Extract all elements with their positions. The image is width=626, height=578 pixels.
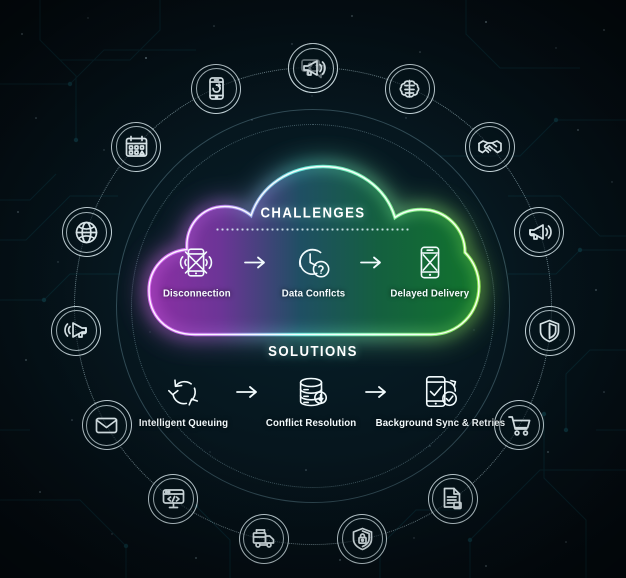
shield-icon	[539, 320, 560, 343]
arrow-right-icon	[232, 371, 262, 413]
solution-step[interactable]: Conflict Resolution	[262, 371, 360, 429]
orbit-badge-document[interactable]	[427, 473, 478, 524]
envelope-icon	[96, 417, 118, 433]
orbit-badge-envelope[interactable]	[81, 400, 132, 450]
orbit-badge-delivery-truck[interactable]	[238, 513, 289, 564]
orbit-badge-shield-lock[interactable]	[337, 513, 388, 564]
megaphone-left-icon	[63, 322, 87, 339]
shopping-cart-icon	[507, 415, 531, 436]
solutions-flow: Intelligent Queuing	[139, 371, 505, 429]
solution-step[interactable]: Intelligent Queuing	[135, 371, 232, 429]
solution-step-label: Intelligent Queuing	[139, 417, 229, 429]
document-icon	[444, 487, 463, 510]
solution-step-label: Background Sync & Retries	[375, 417, 506, 429]
orbit-badge-mobile-phone[interactable]	[191, 63, 242, 114]
browser-code-icon	[162, 489, 184, 509]
solution-step-label: Conflict Resolution	[266, 417, 357, 429]
solutions-section: SOLUTIONS Intelligent Queuing	[139, 343, 505, 429]
orbit-badge-megaphone-right[interactable]	[514, 207, 565, 258]
orbit-badge-browser-code[interactable]	[148, 473, 199, 524]
database-sync-icon	[293, 371, 331, 413]
globe-icon	[75, 221, 98, 244]
orbit-badge-megaphone-up[interactable]	[288, 43, 338, 93]
mobile-phone-icon	[208, 77, 224, 100]
handshake-icon	[478, 140, 503, 154]
delivery-truck-icon	[252, 529, 275, 549]
refresh-cycle-icon	[165, 371, 203, 413]
brain-icon	[399, 79, 420, 98]
cloud-shape	[143, 165, 483, 340]
megaphone-right-icon	[528, 224, 552, 240]
orbit-badge-globe[interactable]	[61, 207, 112, 258]
orbit-badge-brain[interactable]	[384, 63, 435, 114]
calendar-icon	[125, 135, 147, 158]
solution-step[interactable]: Background Sync & Retries	[376, 371, 505, 429]
orbit-badge-shield[interactable]	[524, 305, 575, 356]
phone-check-retry-icon	[422, 371, 460, 413]
solutions-title: SOLUTIONS	[268, 343, 358, 360]
shield-lock-icon	[352, 527, 373, 551]
megaphone-up-icon	[302, 59, 326, 76]
arrow-right-icon	[361, 371, 391, 413]
orbit-badge-megaphone-left[interactable]	[51, 305, 102, 356]
